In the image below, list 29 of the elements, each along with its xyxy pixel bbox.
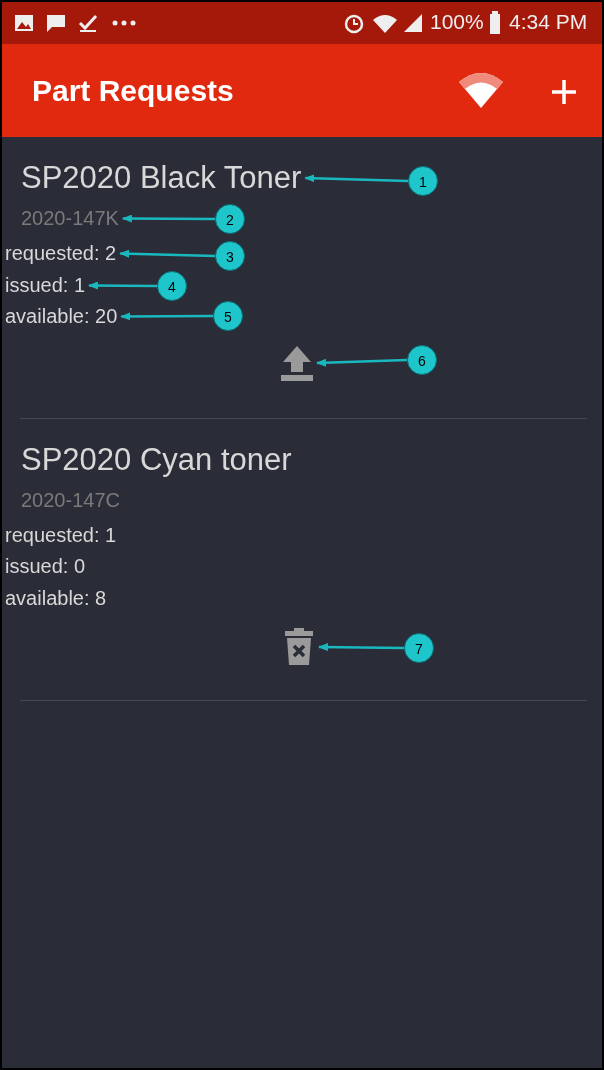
callout-number: 1 [408,166,438,196]
leader-line [119,249,216,258]
clock-time: 4:34 PM [509,10,588,34]
delete-icon [283,628,315,666]
leader-line [318,643,404,652]
upload-icon [281,344,313,382]
callout-number: 3 [215,241,245,271]
battery-percent: 100% [430,10,484,34]
available-count: available: 20 [5,305,118,328]
available-count: available: 8 [5,587,107,610]
callout-number: 6 [407,345,437,375]
item-title: SP2020 Cyan toner [21,442,292,478]
item-title: SP2020 Black Toner [21,160,302,196]
requested-count: requested: 2 [5,242,117,265]
requested-count: requested: 1 [5,524,117,547]
issued-count: issued: 1 [5,274,86,297]
callout-number: 7 [404,633,434,663]
callout-number: 4 [157,271,187,301]
leader-line [121,214,215,223]
leader-line [316,358,408,367]
leader-line [304,174,409,183]
callout-number: 5 [213,301,243,331]
part-number: 2020-147K [21,207,119,230]
app-title: Part Requests [32,74,234,108]
issued-count: issued: 0 [5,555,86,578]
leader-line [120,312,213,321]
callout-number: 2 [215,204,245,234]
part-number: 2020-147C [21,489,120,512]
leader-line [88,281,157,290]
